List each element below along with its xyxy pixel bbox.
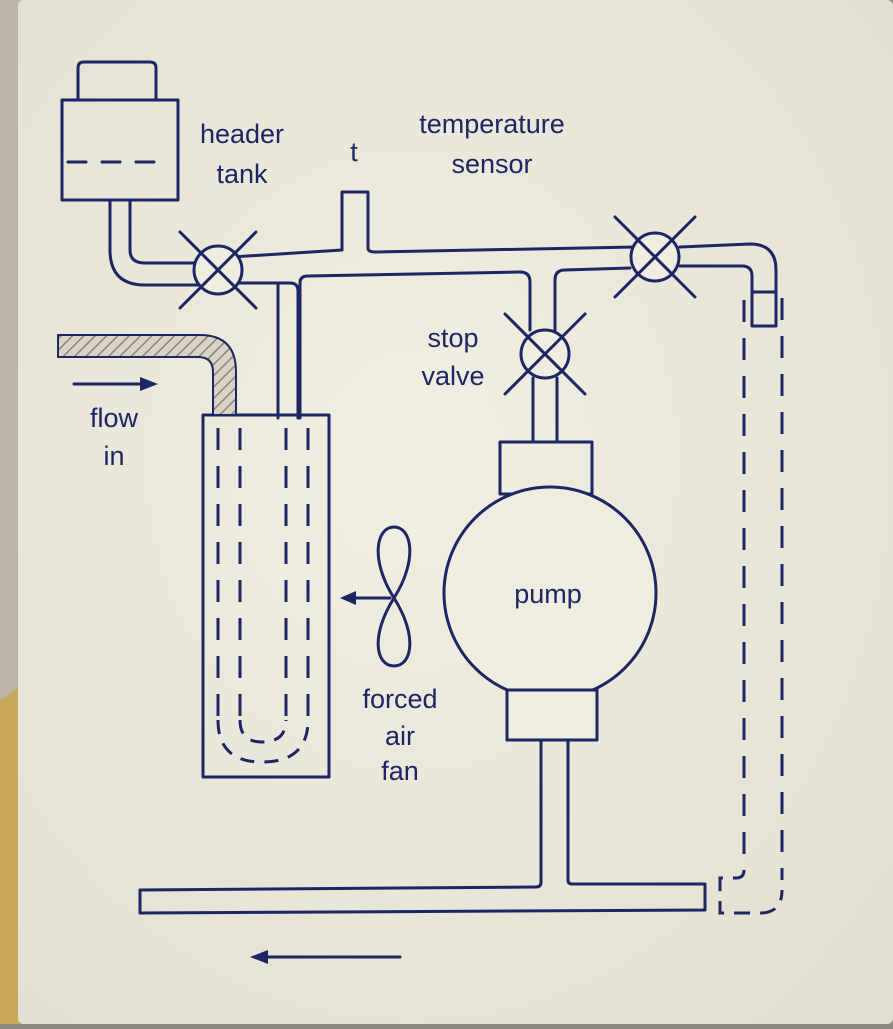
return-flow-arrowhead <box>250 950 268 964</box>
fan-label-3: fan <box>381 756 419 786</box>
return-top-pipe <box>678 242 778 328</box>
pump-bottom-collar <box>505 688 599 742</box>
header-tank-label-2: tank <box>216 159 268 189</box>
radiator-feed-outer <box>230 281 300 420</box>
header-tank <box>60 60 180 202</box>
stop-valve-label-1: stop <box>427 323 478 353</box>
fan-label-1: forced <box>362 684 437 714</box>
return-corner <box>718 290 784 915</box>
bottom-pipe <box>138 738 707 915</box>
stop-valve-icon <box>503 312 587 396</box>
header-pipe-outer <box>108 198 207 287</box>
header-valve-icon <box>178 230 258 310</box>
labels: header tank t temperature sensor stop va… <box>90 109 582 786</box>
fan-arrowhead <box>340 591 356 605</box>
forced-air-fan-icon <box>376 525 412 668</box>
mid-pipe <box>298 270 532 420</box>
flow-in-label-1: flow <box>90 403 139 433</box>
radiator-u-bends <box>216 719 310 764</box>
return-valve-icon <box>613 215 697 299</box>
temperature-sensor-label-2: sensor <box>451 149 532 179</box>
flow-in-label-2: in <box>103 441 124 471</box>
radiator <box>201 413 331 779</box>
pump-label: pump <box>514 579 582 609</box>
dashed-lines <box>216 298 784 880</box>
temperature-sensor-label-1: temperature <box>419 109 565 139</box>
right-branch-pipe <box>553 266 632 332</box>
header-tank-label-1: header <box>200 119 284 149</box>
fan-label-2: air <box>385 721 415 751</box>
stop-valve-label-2: valve <box>421 361 484 391</box>
temperature-sensor-t-label: t <box>350 137 358 167</box>
header-pipe-inner <box>128 198 207 265</box>
diagram-lines <box>57 60 778 959</box>
flow-in-arrowhead <box>140 377 158 391</box>
u-bend-inner <box>238 719 288 744</box>
flow-in-pipe <box>57 334 237 416</box>
top-pipe-upper <box>230 190 637 259</box>
